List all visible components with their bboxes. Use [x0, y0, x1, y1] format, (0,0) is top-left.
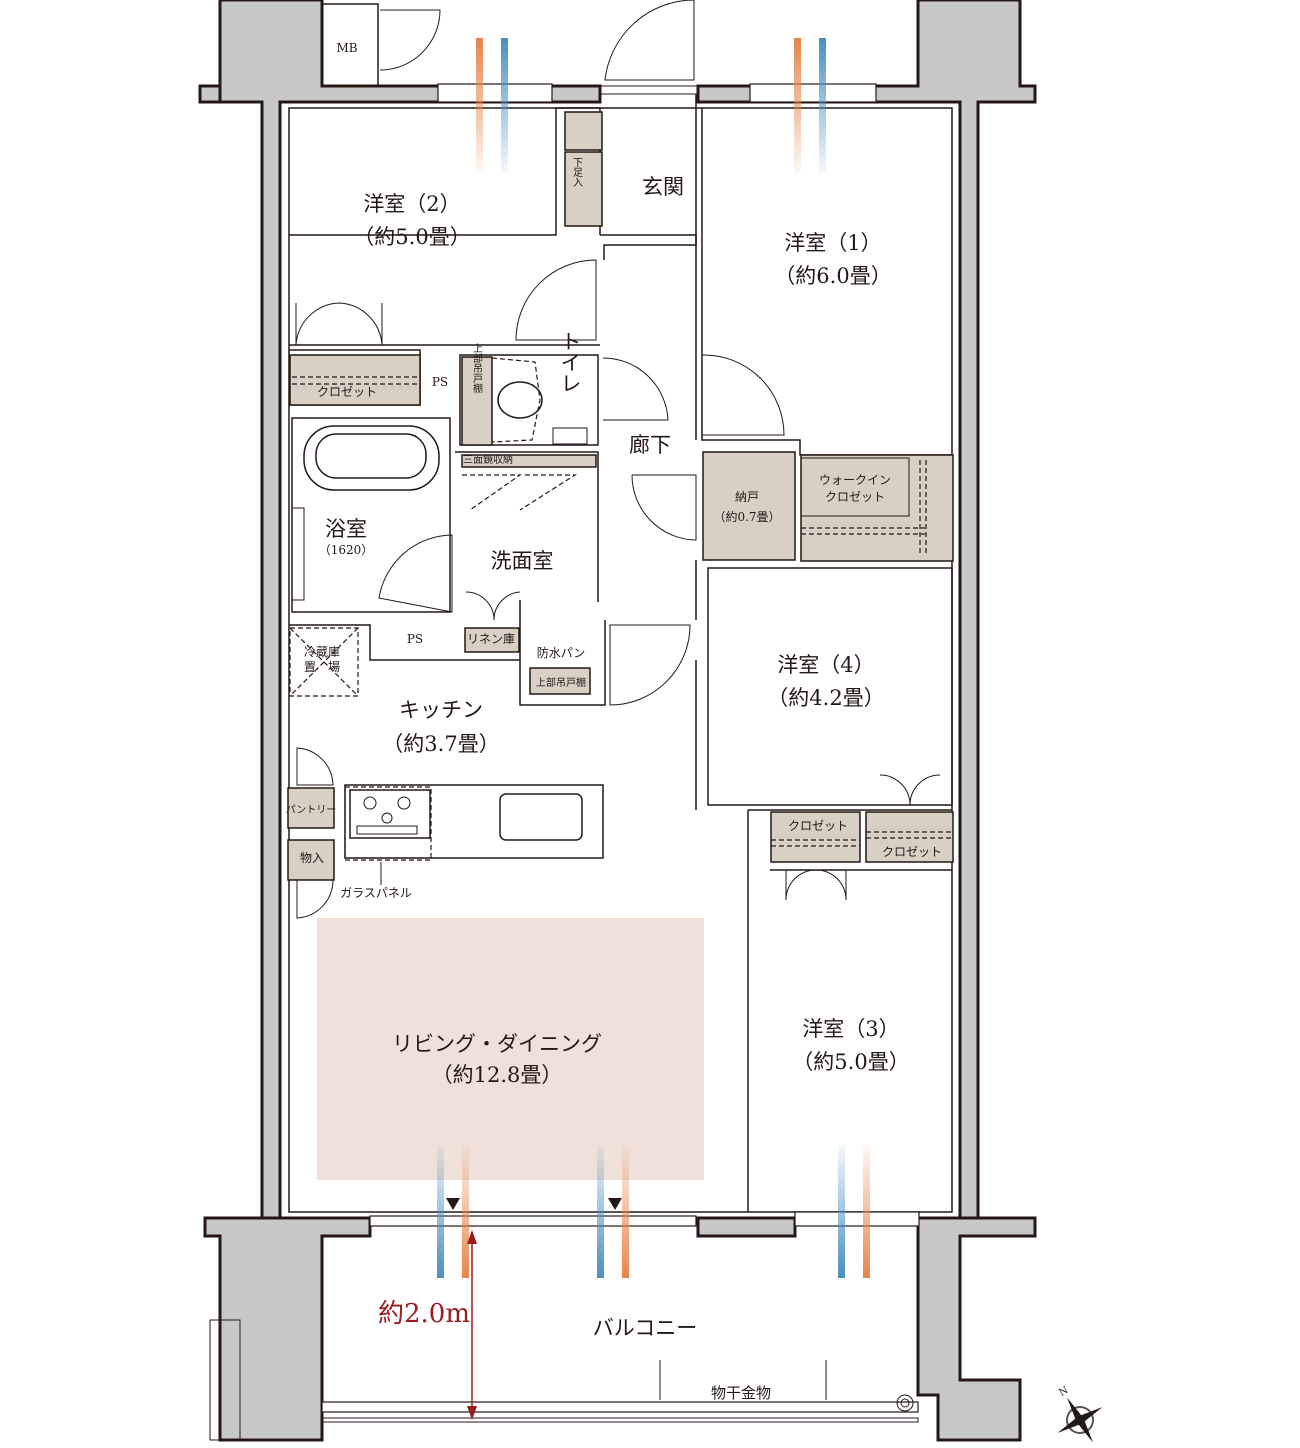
living-size: （約12.8畳） [432, 1063, 563, 1087]
toilet-label: トイレ [558, 331, 582, 394]
washroom-label: 洗面室 [491, 549, 554, 573]
window-western3 [794, 1211, 920, 1227]
ps-label: PS [432, 375, 448, 389]
balcony-depth-dimension [467, 1230, 477, 1420]
sliding-window-living [369, 1215, 697, 1227]
window-top-left [437, 83, 553, 103]
walls [198, 0, 1037, 1442]
walkin-label-1: ウォークイン [819, 473, 891, 487]
western2-size: （約5.0畳） [353, 225, 470, 249]
fridge-label-1: 冷蔵庫 [304, 645, 340, 659]
entrance-label: 玄関 [642, 175, 684, 199]
upper-cabinet-label: 上部吊戸棚 [536, 676, 586, 689]
shoe-storage-label: 下足入 [571, 157, 583, 187]
pantry-label: パントリー [286, 804, 337, 816]
kitchen-name: キッチン [399, 698, 483, 722]
walkin-label-2: クロゼット [825, 490, 885, 504]
mirror-storage-label: 三面鏡収納 [463, 453, 513, 466]
closet-label-western3: クロゼット [882, 845, 942, 859]
svg-text:N: N [1057, 1385, 1070, 1399]
compass-icon: N [1057, 1385, 1103, 1443]
storeroom-size: （約0.7畳） [713, 509, 780, 524]
closet-label-western4: クロゼット [788, 819, 848, 833]
upper-cabinet-toilet-label: 上部吊戸棚 [471, 343, 483, 394]
western4-name: 洋室（4） [777, 653, 874, 677]
living-name: リビング・ダイニング [392, 1032, 602, 1056]
mb-label: MB [336, 41, 357, 55]
drying-hardware-label: 物干金物 [711, 1384, 771, 1402]
linen-label: リネン庫 [467, 632, 515, 646]
balcony-railing [321, 1401, 919, 1413]
glass-panel-label: ガラスパネル [340, 886, 412, 900]
western3-size: （約5.0畳） [792, 1050, 909, 1074]
hallway-label: 廊下 [629, 433, 671, 457]
fridge-label-2: 置 場 [304, 660, 340, 674]
kitchen-size: （約3.7畳） [382, 732, 499, 756]
closet-label: クロゼット [317, 385, 377, 399]
storage-blocks [287, 111, 954, 881]
balcony-label: バルコニー [593, 1316, 698, 1340]
waterproof-pan-label: 防水パン [537, 645, 586, 660]
balcony-depth-label: 約2.0m [378, 1299, 470, 1329]
ps-label-2: PS [407, 632, 423, 646]
western4-size: （約4.2畳） [767, 686, 884, 710]
bathroom-size: （1620） [319, 543, 374, 557]
bathroom-name: 浴室 [325, 517, 367, 541]
airflow-indicators [437, 38, 870, 1278]
window-top-right [749, 83, 877, 103]
labels: MB 洋室（2） （約5.0畳） 玄関 下足入 洋室（1） （約6.0畳） クロ… [286, 41, 942, 1402]
western3-name: 洋室（3） [802, 1017, 899, 1041]
storeroom-name: 納戸 [735, 490, 759, 504]
living-dining-area [317, 918, 704, 1180]
western2-name: 洋室（2） [363, 192, 460, 216]
western1-name: 洋室（1） [784, 231, 881, 255]
western1-size: （約6.0畳） [774, 264, 891, 288]
storage-label: 物入 [300, 851, 324, 865]
